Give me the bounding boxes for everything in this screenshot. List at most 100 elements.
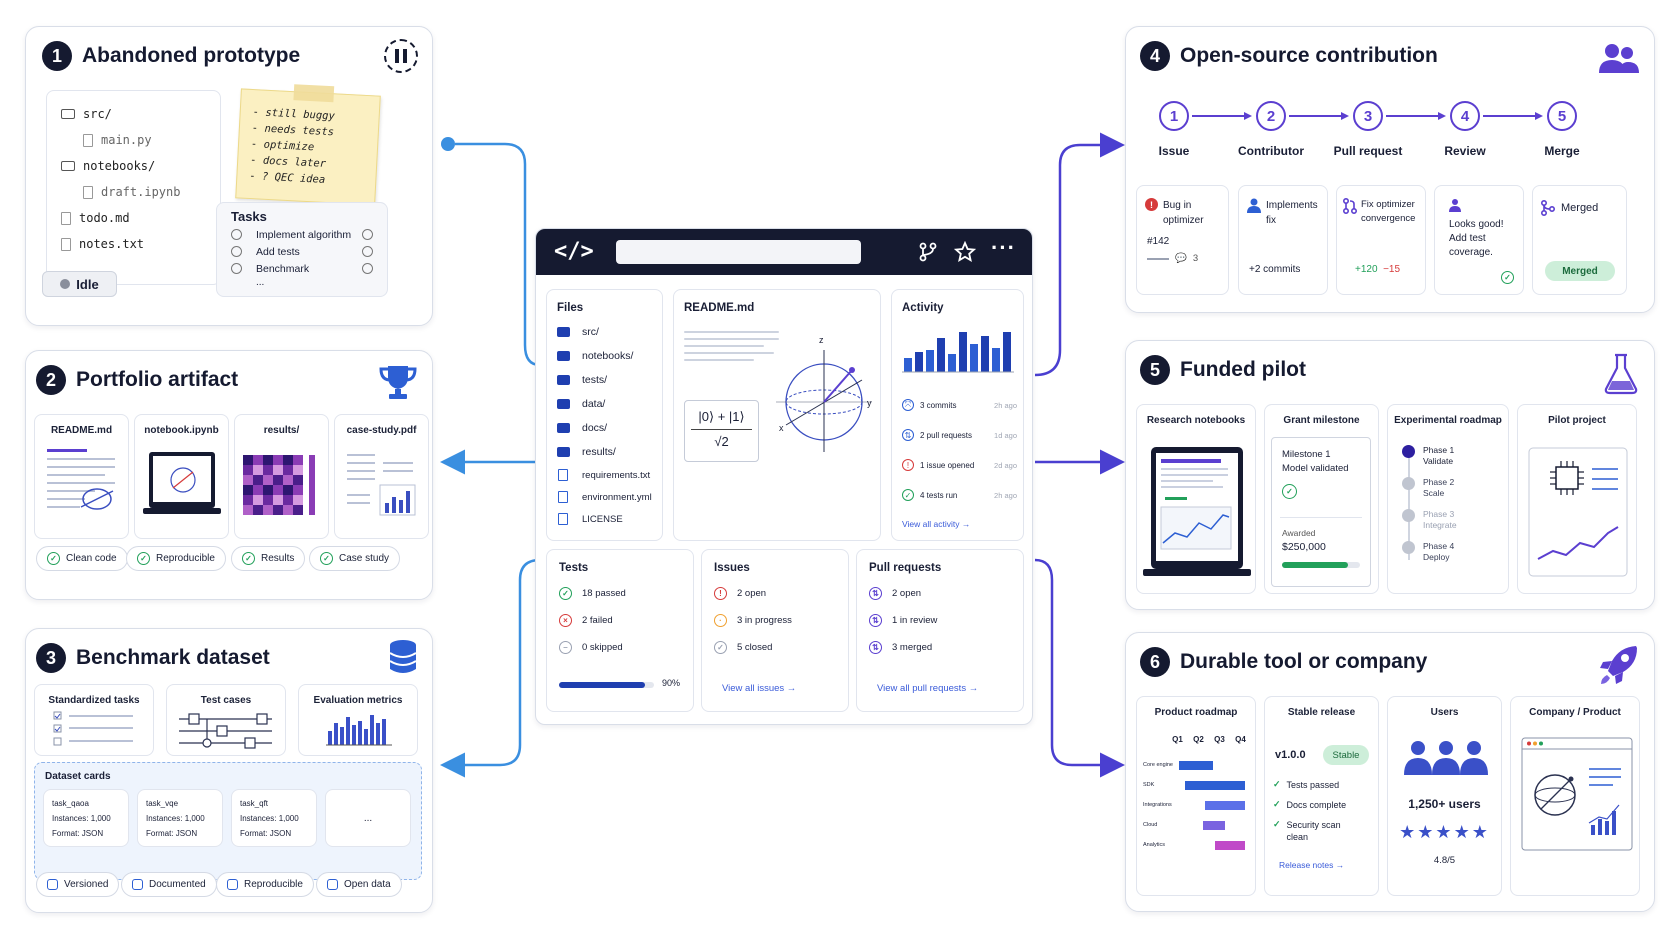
file-item[interactable]: requirements.txt [557, 464, 652, 486]
step-circle[interactable]: 3 [1353, 101, 1383, 131]
panel-title: Benchmark dataset [76, 646, 270, 669]
view-all-pull-requests-link[interactable]: View all pull requests → [877, 683, 979, 694]
status-item[interactable]: !2 open [714, 580, 836, 607]
tree-item[interactable]: notebooks/ [61, 153, 206, 179]
task-item[interactable]: Implement algorithm [231, 226, 373, 243]
folder-icon [557, 399, 570, 409]
tree-item[interactable]: notes.txt [61, 231, 206, 257]
status-item[interactable]: –0 skipped [559, 634, 681, 661]
card-merge[interactable]: Merged Merged [1532, 185, 1627, 295]
card-pilot-project[interactable]: Pilot project [1517, 404, 1637, 594]
tree-item[interactable]: todo.md [61, 205, 206, 231]
step-circle[interactable]: 5 [1547, 101, 1577, 131]
radio-icon[interactable] [231, 263, 242, 274]
file-item[interactable]: tests/ [557, 368, 652, 392]
view-all-issues-link[interactable]: View all issues → [722, 683, 797, 694]
star-icon[interactable] [954, 241, 976, 263]
pause-icon[interactable] [384, 39, 418, 73]
step-circle[interactable]: 1 [1159, 101, 1189, 131]
issue-open-icon: ! [714, 587, 727, 600]
file-item[interactable]: LICENSE [557, 508, 652, 530]
issue-title: Bug in optimizer [1163, 200, 1204, 226]
roadmap-bar [1215, 840, 1245, 850]
radio-icon[interactable] [231, 229, 242, 240]
bloch-sphere [776, 350, 872, 452]
file-item[interactable]: docs/ [557, 416, 652, 440]
card-test-cases[interactable]: Test cases [166, 684, 286, 756]
card-users[interactable]: Users 1,250+ users ★★★★★ 4.8/5 [1387, 696, 1502, 896]
step-label: Pull request [1333, 144, 1403, 158]
readme-card: README.md |0⟩ + |1⟩ √2 z x y [673, 289, 881, 541]
tag-pill: ✓Reproducible [126, 546, 226, 571]
release-notes-link[interactable]: Release notes → [1279, 860, 1345, 870]
card-pull-request[interactable]: Fix optimizer convergence +120 −15 [1336, 185, 1426, 295]
card-review[interactable]: Looks good! Add test coverage. ✓ [1434, 185, 1524, 295]
card-results[interactable]: results/ [234, 414, 329, 539]
more-icon[interactable]: ··· [991, 235, 1016, 260]
status-item[interactable]: ×2 failed [559, 607, 681, 634]
view-all-activity-link[interactable]: View all activity → [902, 519, 971, 529]
tree-item[interactable]: src/ [61, 101, 206, 127]
file-item[interactable]: environment.yml [557, 486, 652, 508]
pull-requests-title: Pull requests [869, 562, 942, 574]
tag-pill: ✓Results [231, 546, 306, 571]
card-case-study[interactable]: case-study.pdf [334, 414, 429, 539]
card-contributor[interactable]: Implements fix +2 commits [1238, 185, 1328, 295]
radio-icon[interactable] [362, 263, 373, 274]
status-item[interactable]: ⇅2 open [869, 580, 1011, 607]
step-circle[interactable]: 2 [1256, 101, 1286, 131]
dataset-instances: Instances: 1,000 [240, 814, 299, 823]
step-label: Contributor [1238, 144, 1304, 158]
task-item[interactable]: Benchmark [231, 260, 373, 277]
status-item[interactable]: ⇅1 in review [869, 607, 1011, 634]
roadmap-bar [1185, 780, 1245, 790]
card-issue[interactable]: !Bug in optimizer #142 💬3 [1136, 185, 1229, 295]
in-progress-icon: · [714, 614, 727, 627]
radio-icon[interactable] [231, 246, 242, 257]
file-item[interactable]: results/ [557, 440, 652, 464]
status-item[interactable]: ·3 in progress [714, 607, 836, 634]
radio-icon[interactable] [362, 246, 373, 257]
reviewer-icon [1449, 199, 1461, 212]
file-item[interactable]: src/ [557, 320, 652, 344]
dataset-instances: Instances: 1,000 [146, 814, 205, 823]
step-circle[interactable]: 4 [1450, 101, 1480, 131]
file-item[interactable]: data/ [557, 392, 652, 416]
card-stable-release[interactable]: Stable release v1.0.0 Stable ✓Tests pass… [1264, 696, 1379, 896]
step-arrow [1192, 112, 1252, 120]
status-item[interactable]: ✓5 closed [714, 634, 836, 661]
card-notebook[interactable]: notebook.ipynb [134, 414, 229, 539]
task-item[interactable]: Add tests [231, 243, 373, 260]
axis-x-label: x [779, 423, 784, 433]
dataset-card-more[interactable]: ... [325, 789, 411, 847]
card-standardized-tasks[interactable]: Standardized tasks [34, 684, 154, 756]
card-research-notebooks[interactable]: Research notebooks [1136, 404, 1256, 594]
radio-icon[interactable] [362, 229, 373, 240]
pr-merged-icon: ⇅ [869, 641, 882, 654]
search-input[interactable] [616, 240, 861, 264]
card-company-product[interactable]: Company / Product [1510, 696, 1640, 896]
status-item[interactable]: ✓18 passed [559, 580, 681, 607]
file-item[interactable]: notebooks/ [557, 344, 652, 368]
tree-item[interactable]: draft.ipynb [61, 179, 206, 205]
branch-icon[interactable] [918, 242, 938, 262]
status-item[interactable]: ⇅3 merged [869, 634, 1011, 661]
tree-item[interactable]: main.py [61, 127, 206, 153]
phase-dot [1402, 477, 1415, 490]
card-readme[interactable]: README.md [34, 414, 129, 539]
card-evaluation-metrics[interactable]: Evaluation metrics [298, 684, 418, 756]
